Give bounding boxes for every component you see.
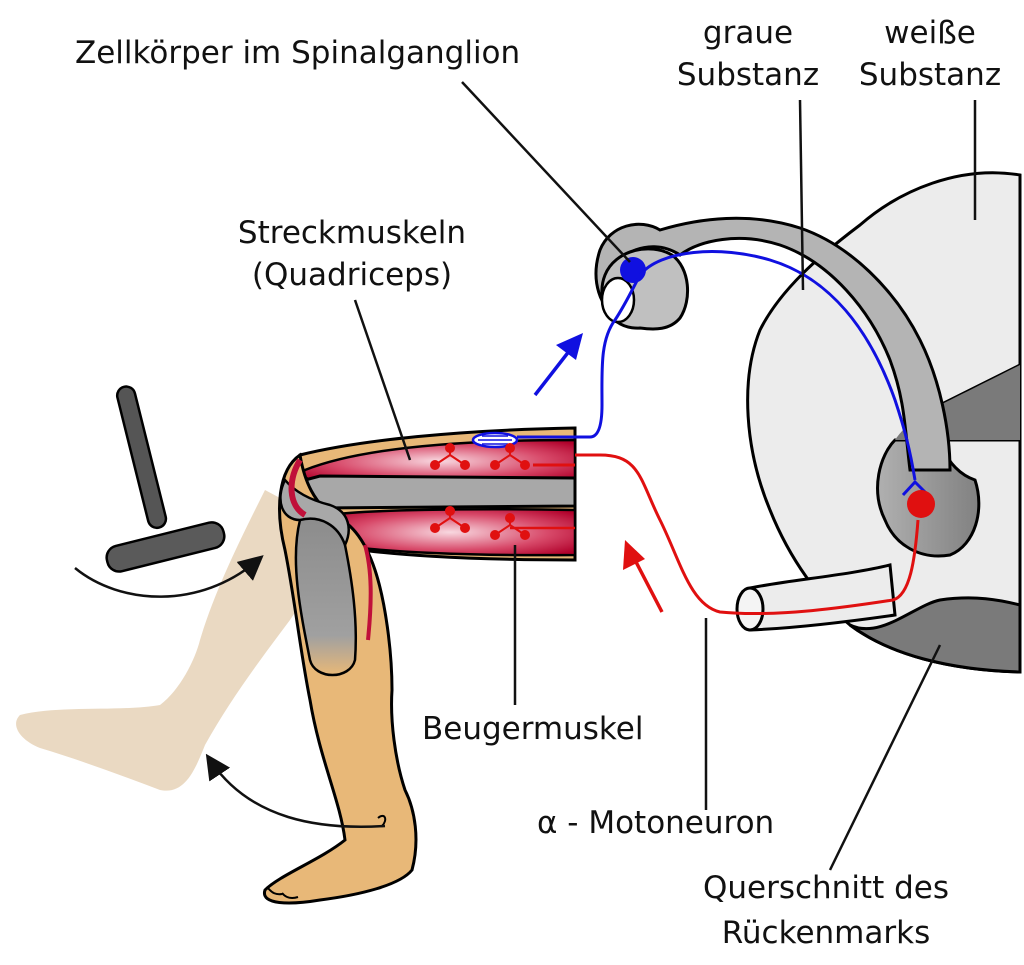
- motor-neuron-path: [575, 453, 920, 616]
- sensory-neuron-path: [517, 250, 917, 481]
- lower-leg: [263, 452, 418, 905]
- label-white-matter-1: weiße: [884, 15, 976, 51]
- leader-lines: [353, 81, 977, 871]
- kick-arrow: [205, 753, 386, 829]
- motor-end-plates: [430, 443, 530, 540]
- label-grey-matter-2: Substanz: [677, 57, 819, 93]
- label-motoneuron: α - Motoneuron: [537, 805, 774, 841]
- motor-direction-arrow: [623, 540, 664, 613]
- label-grey-matter-1: graue: [703, 15, 793, 51]
- sensory-cell-body: [620, 257, 646, 283]
- grey-matter-lower: [849, 596, 1022, 674]
- label-cell-body: Zellkörper im Spinalganglion: [75, 35, 520, 71]
- sensory-direction-arrow: [533, 333, 583, 397]
- label-extensor-1: Streckmuskeln: [238, 215, 466, 251]
- label-extensor-2: (Quadriceps): [252, 257, 452, 293]
- femur: [300, 474, 577, 510]
- label-cross-section-1: Querschnitt des: [703, 870, 949, 906]
- knee-joint: [279, 477, 350, 549]
- label-cross-section-2: Rückenmarks: [722, 915, 930, 951]
- hammer-tap-arrow: [74, 555, 264, 598]
- motor-cell-body: [907, 490, 935, 518]
- label-white-matter-2: Substanz: [859, 57, 1001, 93]
- label-flexor: Beugermuskel: [422, 711, 643, 747]
- thigh-section: [292, 426, 577, 562]
- reflex-hammer: [105, 385, 226, 573]
